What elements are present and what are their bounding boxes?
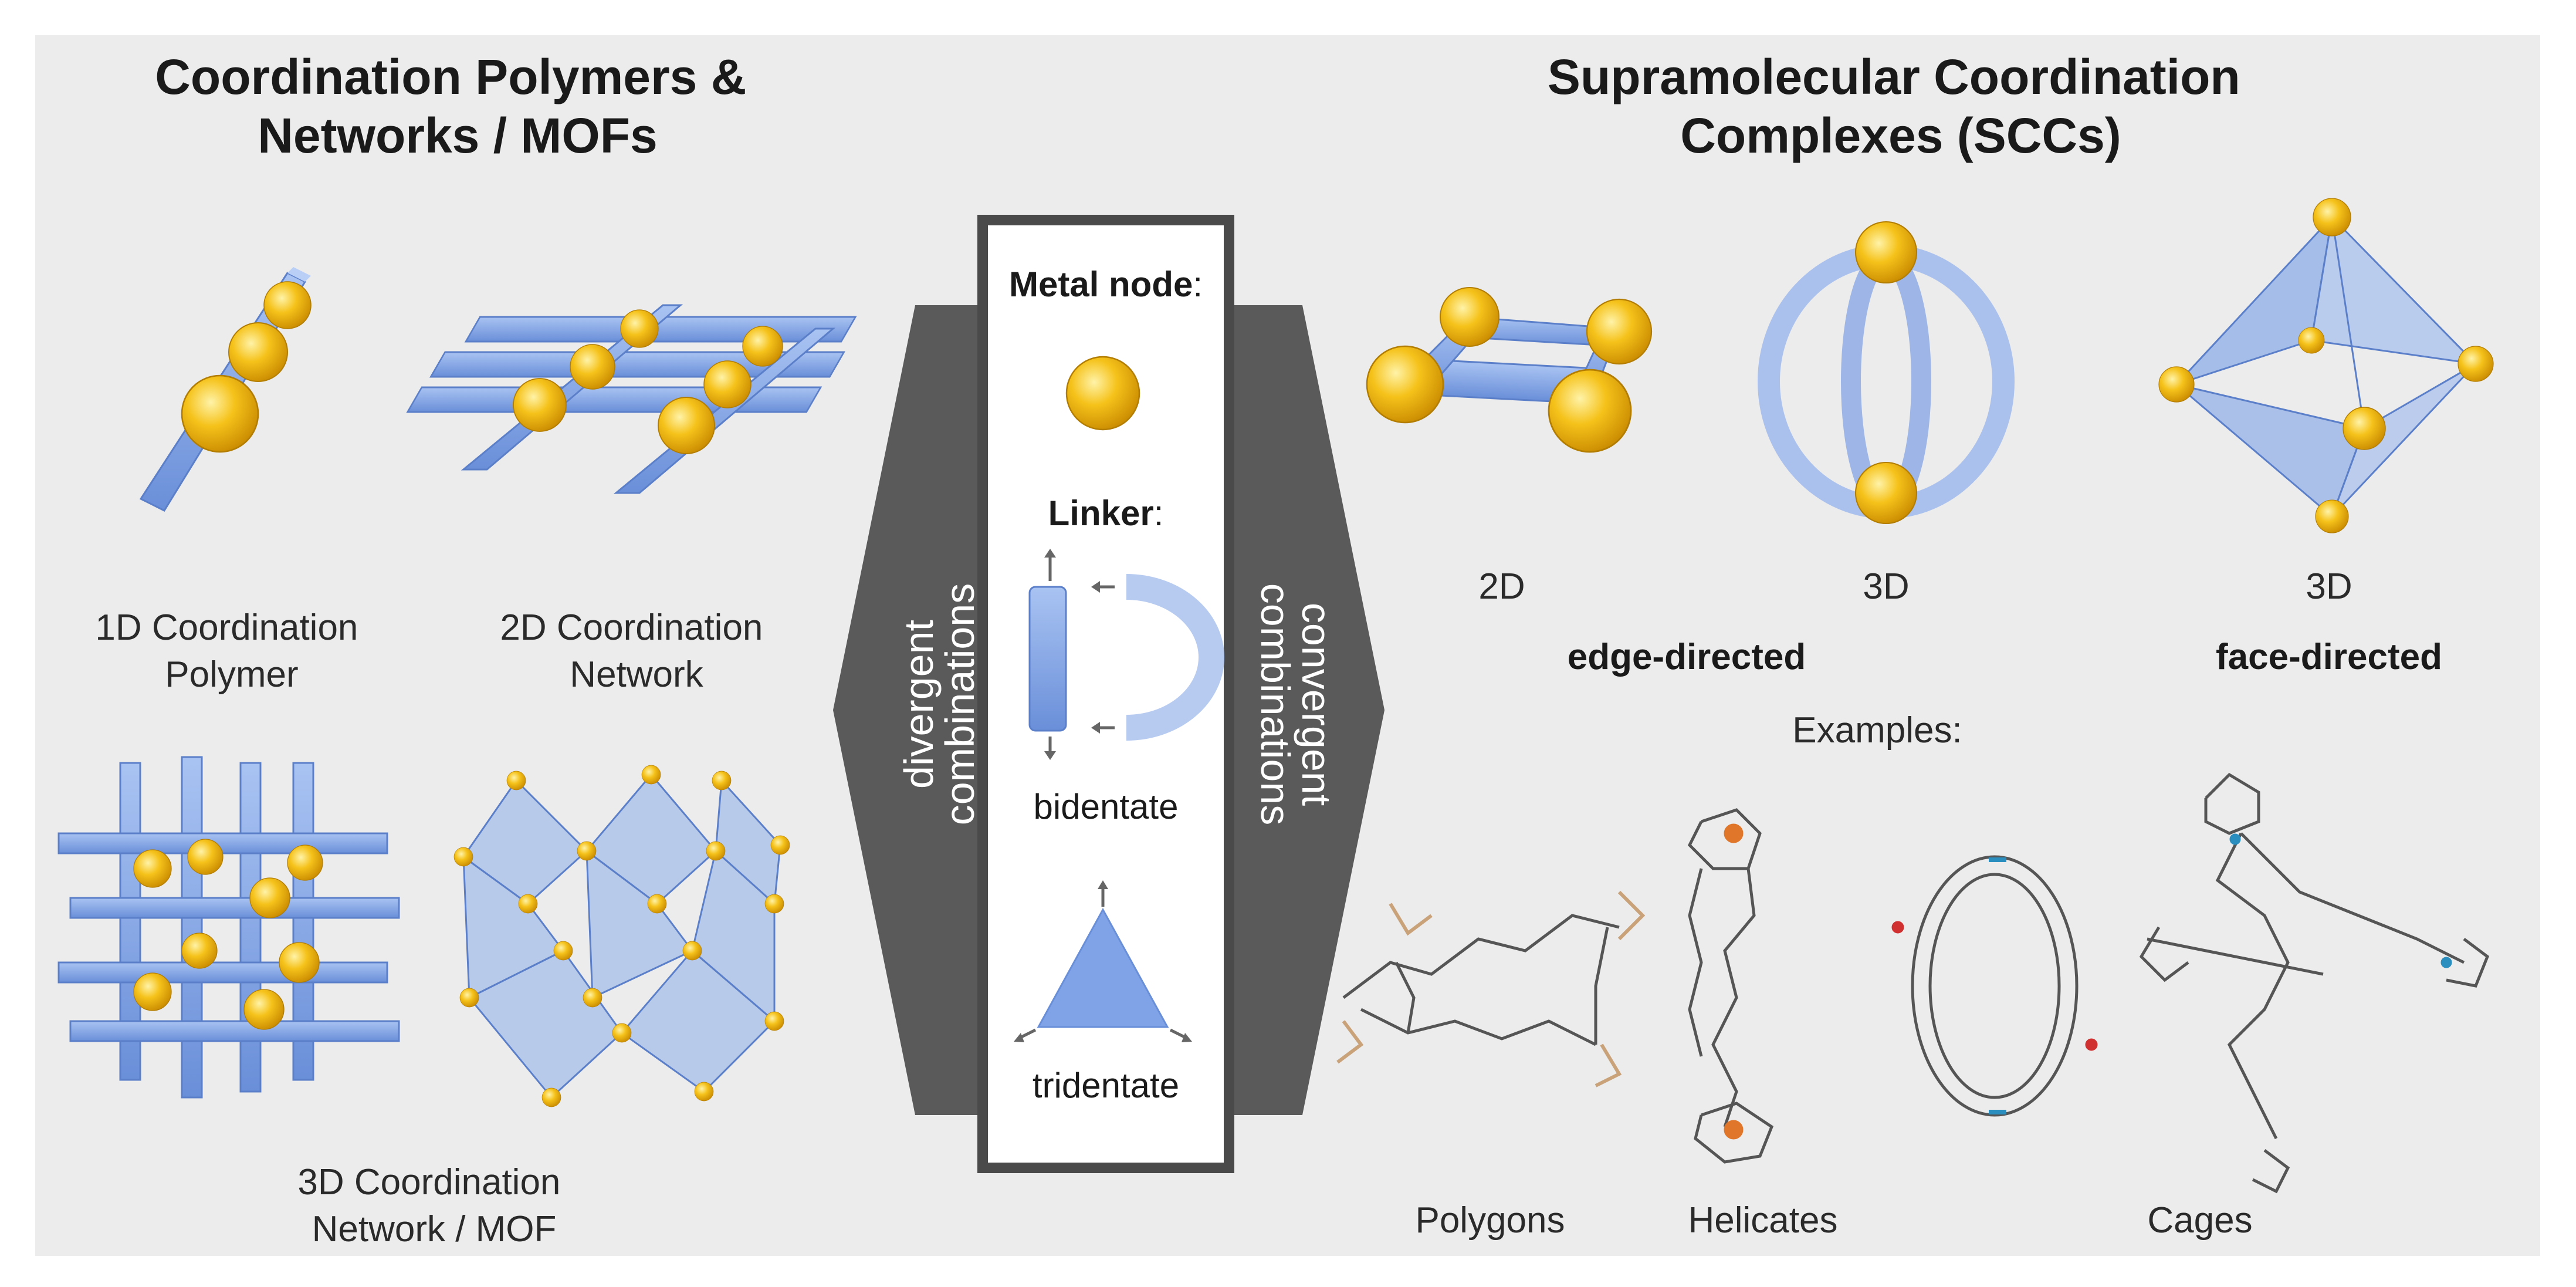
bidentate-rod-linker xyxy=(1028,549,1067,760)
linker-heading: Linker: xyxy=(1048,494,1164,533)
building-blocks-box: Metal node: Linker: bidentate xyxy=(977,215,1234,1173)
label-3d-line-2: Network / MOF xyxy=(312,1209,557,1249)
metal-node-colon: : xyxy=(1193,265,1203,304)
label-examples: Examples: xyxy=(1792,710,1962,751)
label-face-directed: face-directed xyxy=(2216,637,2442,677)
label-3d-scc-edge: 3D xyxy=(1863,566,1909,607)
divergent-label-line-1: divergent xyxy=(896,620,942,789)
left-title-line-2: Networks / MOFs xyxy=(258,108,657,163)
bidentate-label: bidentate xyxy=(1034,787,1179,826)
metal-node-sphere xyxy=(1065,356,1140,431)
label-2d-line-1: 2D Coordination xyxy=(500,607,763,648)
left-title: Coordination Polymers & Networks / MOFs xyxy=(155,49,760,163)
label-2d-scc: 2D xyxy=(1478,566,1525,607)
polygon-example-structure xyxy=(1336,890,1646,1087)
right-title-line-2: Complexes (SCCs) xyxy=(1680,108,2121,163)
label-1d-polymer: 1D Coordination Polymer xyxy=(95,607,368,695)
one-d-polymer-diagram xyxy=(139,267,312,512)
label-1d-line-1: 1D Coordination xyxy=(95,607,358,648)
label-2d-network: 2D Coordination Network xyxy=(500,607,773,695)
divergent-label-line-2: combinations xyxy=(937,583,983,825)
helicate-example-structure xyxy=(1687,808,1774,1164)
scc-3d-octahedron xyxy=(2158,198,2494,533)
label-edge-directed: edge-directed xyxy=(1568,637,1806,677)
metal-node-label: Metal node xyxy=(1009,265,1193,304)
label-1d-line-2: Polymer xyxy=(165,654,298,695)
convergent-label-line-1: convergent xyxy=(1294,603,1339,806)
label-cages: Cages xyxy=(2147,1200,2252,1241)
metal-node-heading: Metal node: xyxy=(1009,265,1203,304)
linker-colon: : xyxy=(1154,494,1164,533)
tridentate-linker xyxy=(1014,880,1192,1042)
divergent-arrow: divergent combinations xyxy=(833,305,983,1115)
label-2d-line-2: Network xyxy=(570,654,703,695)
label-helicates: Helicates xyxy=(1688,1200,1838,1241)
label-3d-scc-face: 3D xyxy=(2306,566,2352,607)
convergent-arrow: convergent combinations xyxy=(1232,305,1385,1115)
left-title-line-1: Coordination Polymers & xyxy=(155,49,746,104)
convergent-label-line-2: combinations xyxy=(1253,583,1298,825)
two-d-network-diagram xyxy=(406,304,857,494)
cage-example-ring xyxy=(1891,855,2098,1117)
convergent-arrow-shape xyxy=(1232,305,1385,1115)
tridentate-label: tridentate xyxy=(1033,1066,1179,1105)
linker-label: Linker xyxy=(1048,494,1154,533)
scc-3d-helicate xyxy=(1758,221,2015,525)
label-polygons: Polygons xyxy=(1415,1200,1565,1241)
scc-2d-square xyxy=(1366,287,1653,453)
right-title-line-1: Supramolecular Coordination xyxy=(1548,49,2240,104)
label-3d-network: 3D Coordination Network / MOF xyxy=(297,1162,570,1249)
cage-example-structure xyxy=(2139,772,2490,1194)
label-3d-line-1: 3D Coordination xyxy=(297,1162,560,1202)
right-title: Supramolecular Coordination Complexes (S… xyxy=(1548,49,2254,163)
mof-diagram xyxy=(462,773,781,1099)
bidentate-arc-linker xyxy=(1091,574,1224,741)
three-d-network-diagram xyxy=(57,756,400,1099)
